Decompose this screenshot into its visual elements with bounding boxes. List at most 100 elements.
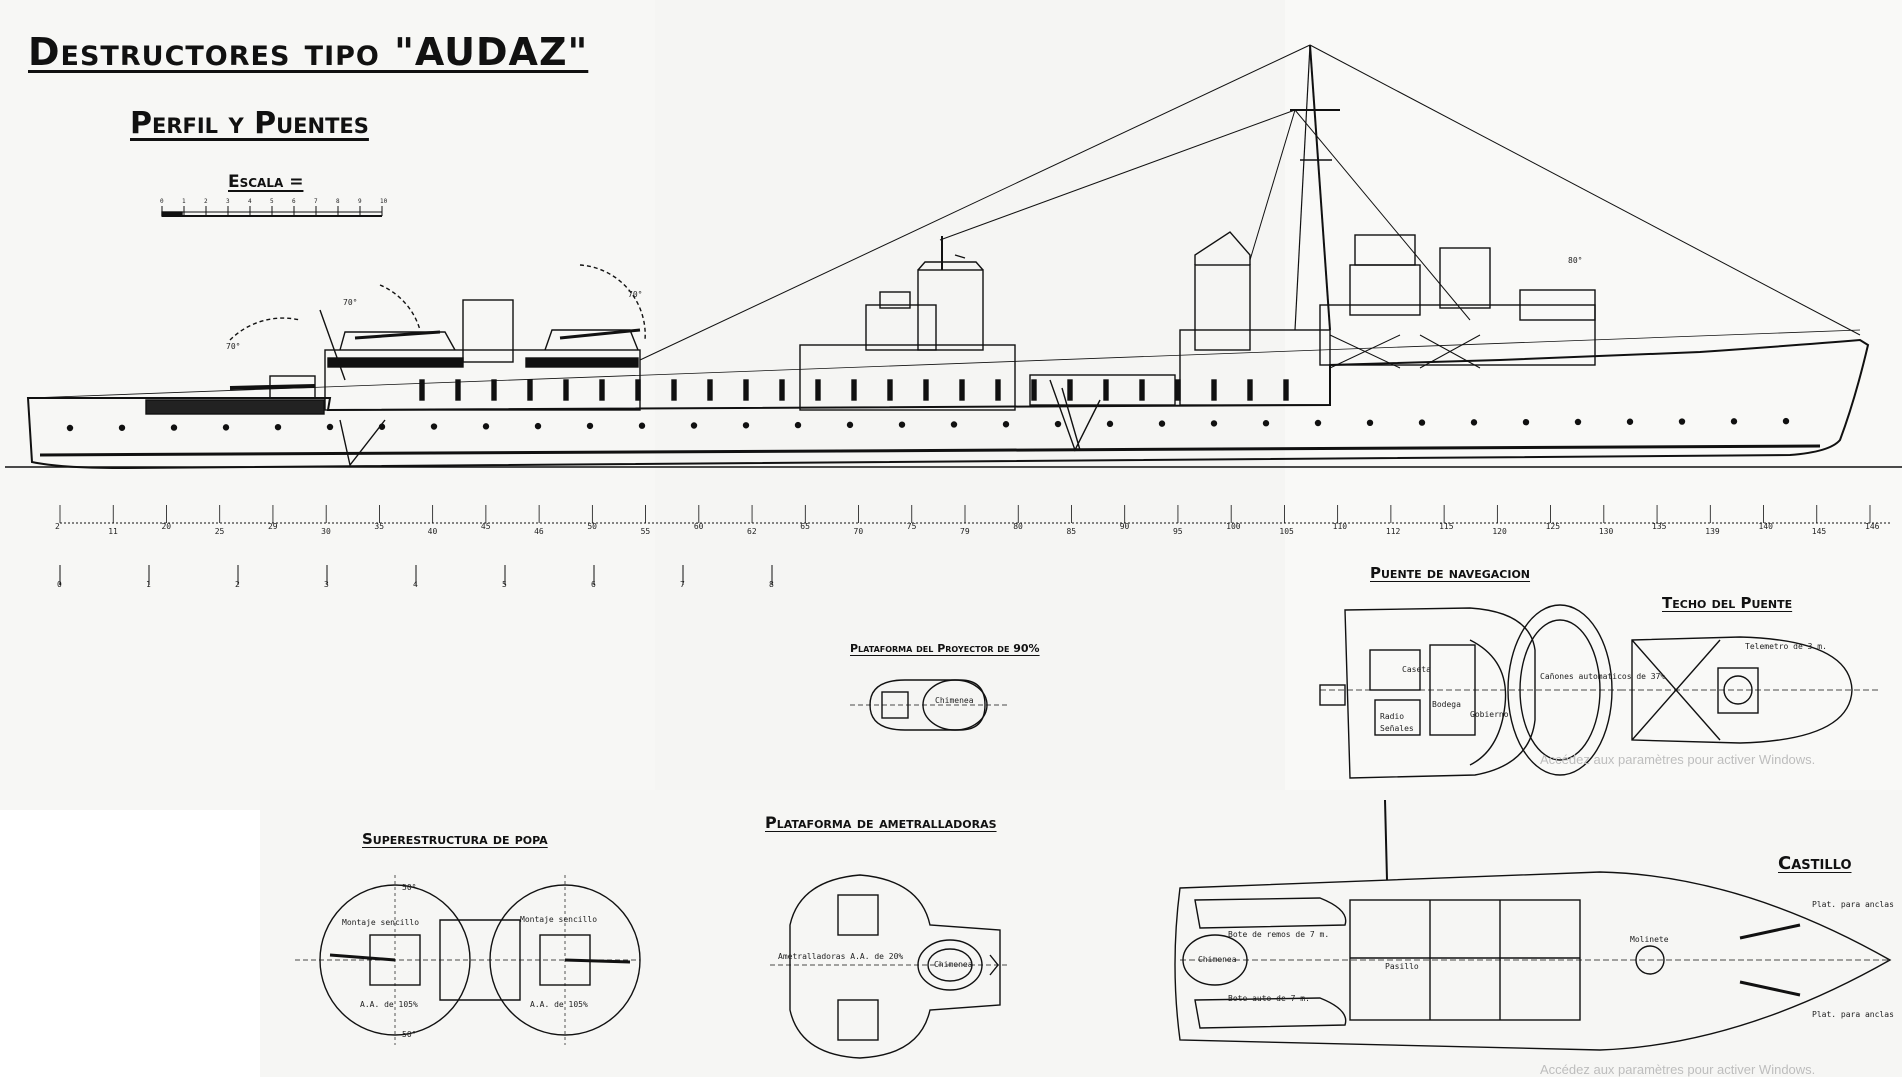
note-molinete: Molinete <box>1630 935 1669 944</box>
note-gobierno: Gobierno <box>1470 710 1509 719</box>
scale-tick-label: 0 <box>160 198 164 205</box>
ruler-number: 0 <box>57 580 62 589</box>
frame-number: 55 <box>640 527 651 536</box>
label-bridge-roof: Techo del Puente <box>1662 594 1793 612</box>
frame-number: 60 <box>693 522 704 531</box>
frame-number: 35 <box>374 522 385 531</box>
frame-number: 139 <box>1705 527 1720 536</box>
scale-tick-label: 10 <box>380 198 388 205</box>
frame-number: 100 <box>1226 522 1241 531</box>
scale-tick-label: 8 <box>336 198 340 205</box>
note-chimenea-mg: Chimenea <box>934 960 973 969</box>
scale-tick-label: 6 <box>292 198 296 205</box>
note-canones: Cañones automaticos de 37% <box>1540 672 1666 681</box>
after-superstructure-plan <box>295 875 641 1045</box>
bridge-roof-plan <box>1620 636 1880 744</box>
midships-superstructure <box>799 236 1176 452</box>
note-radio: Radio <box>1380 712 1405 721</box>
stern-deck-dark <box>145 399 325 415</box>
frame-number: 135 <box>1652 522 1667 531</box>
scale-tick-label: 9 <box>358 198 362 205</box>
note-telemetro: Telemetro de 3 m. <box>1745 642 1827 651</box>
frame-number: 29 <box>267 522 278 531</box>
frame-number: 45 <box>480 522 491 531</box>
note-plat-anclas-1: Plat. para anclas <box>1812 900 1894 909</box>
hull-profile <box>26 338 1870 470</box>
frame-number: 40 <box>427 527 438 536</box>
machine-gun-platform-plan <box>770 874 1010 1059</box>
scale-label: Escala = <box>228 172 304 192</box>
note-angle-80: 80° <box>1568 256 1583 265</box>
frame-number: 11 <box>108 527 118 536</box>
scale-tick-label: 7 <box>314 198 318 205</box>
ruler-number: 7 <box>680 580 685 589</box>
windows-watermark-1: Accédez aux paramètres pour activer Wind… <box>1540 752 1816 767</box>
note-caseta: Caseta <box>1402 665 1431 674</box>
frame-number: 112 <box>1385 527 1401 536</box>
drawing-subtitle: Perfil y Puentes <box>130 106 369 141</box>
paper-panel-left <box>0 0 655 810</box>
projector-platform-plan <box>850 679 1010 731</box>
frame-number: 110 <box>1332 522 1348 531</box>
note-angle-70-b: 70° <box>343 298 358 307</box>
portholes <box>66 379 1790 432</box>
note-montaje-sencillo-1: Montaje sencillo <box>342 918 420 927</box>
ruler-number: 6 <box>591 580 596 589</box>
note-plat-anclas-2: Plat. para anclas <box>1812 1010 1894 1019</box>
note-amet-aa: Ametralladoras A.A. de 20% <box>778 952 904 961</box>
frame-number: 145 <box>1811 527 1827 536</box>
note-pasillo: Pasillo <box>1385 962 1419 971</box>
scale-tick-label: 2 <box>204 198 208 205</box>
frame-number: 25 <box>214 527 225 536</box>
frame-number: 62 <box>747 527 757 536</box>
scale-tick-label: 3 <box>226 198 230 205</box>
frame-number: 125 <box>1545 522 1561 531</box>
ruler-number: 8 <box>769 580 774 589</box>
bridge-and-mast <box>1179 44 1596 406</box>
windows-watermark-2: Accédez aux paramètres pour activer Wind… <box>1540 1062 1816 1077</box>
forecastle-plan <box>1174 799 1892 1051</box>
frame-number: 20 <box>161 522 172 531</box>
label-mg-platform: Plataforma de ametralladoras <box>765 813 997 832</box>
note-bote-auto: Bote auto de 7 m. <box>1228 994 1310 1003</box>
drawing-title: Destructores tipo "AUDAZ" <box>28 30 589 74</box>
ruler-number: 1 <box>146 580 151 589</box>
note-bodega: Bodega <box>1432 700 1461 709</box>
note-angle-50-top: 50° <box>402 883 417 892</box>
frame-number: 46 <box>534 527 544 536</box>
ruler-number: 4 <box>413 580 418 589</box>
frame-number: 105 <box>1279 527 1294 536</box>
boot-topping <box>39 444 1821 457</box>
frame-number: 140 <box>1758 522 1773 531</box>
frame-number: 85 <box>1066 527 1077 536</box>
frame-number: 120 <box>1492 527 1507 536</box>
ruler-number: 2 <box>235 580 240 589</box>
label-forecastle: Castillo <box>1778 853 1852 874</box>
navigation-bridge-plan <box>1319 604 1620 779</box>
rigging-lines <box>639 44 1861 361</box>
frame-number: 70 <box>853 527 864 536</box>
length-ruler <box>59 565 773 585</box>
frame-number: 50 <box>587 522 597 531</box>
paper-panel-bottom <box>260 790 1902 1077</box>
frame-number: 2 <box>55 522 60 531</box>
label-projector-platform: Plataforma del Proyector de 90% <box>850 642 1040 655</box>
scale-bar <box>161 206 383 217</box>
frame-number: 79 <box>960 527 970 536</box>
frame-ticks <box>59 505 1871 523</box>
note-angle-50-bottom: 50° <box>402 1030 417 1039</box>
deck-rail <box>27 329 1861 399</box>
note-angle-70-c: 70° <box>628 290 643 299</box>
scale-tick-label: 5 <box>270 198 274 205</box>
note-chimenea-projector: Chimenea <box>935 696 974 705</box>
label-navigation-bridge: Puente de navegacion <box>1370 564 1531 582</box>
note-chimenea-castillo: Chimenea <box>1198 955 1237 964</box>
paper-panel-right <box>1285 0 1902 790</box>
note-aa-105-2: A.A. de 105% <box>530 1000 588 1009</box>
ruler-number: 3 <box>324 580 329 589</box>
frame-number: 95 <box>1172 527 1183 536</box>
frame-number: 80 <box>1013 522 1023 531</box>
frame-number: 75 <box>906 522 917 531</box>
